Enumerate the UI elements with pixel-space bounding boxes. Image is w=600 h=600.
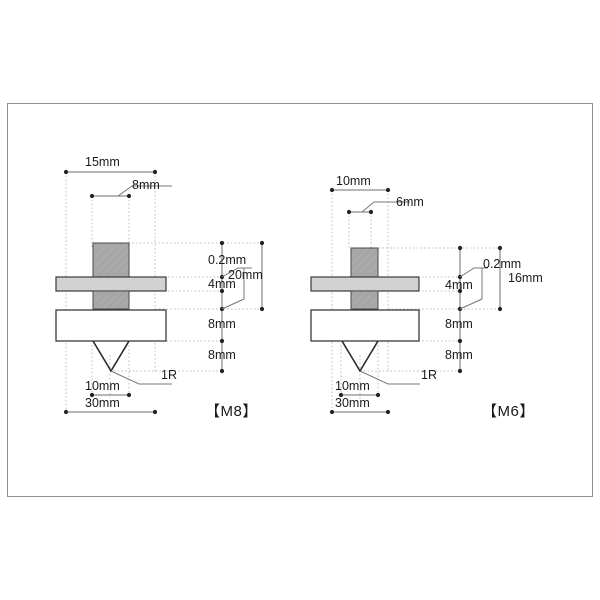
m6-label-stem-width: 6mm [396, 195, 424, 209]
m8-vertical-extension-lines [65, 172, 156, 412]
m8-dim-8mm-stem [89, 185, 172, 199]
m6-label-overall-height: 16mm [508, 271, 543, 285]
m8-label-overall-height: 20mm [228, 268, 263, 282]
m6-dim-6mm [346, 201, 410, 215]
m8-dim-15mm [63, 169, 158, 175]
m6-dim-1r [359, 370, 420, 385]
m6-flange-plate [310, 276, 420, 292]
m6-dim-10mm-bottom [338, 392, 381, 398]
m8-v-notch [92, 340, 130, 373]
m8-label-notch-depth: 8mm [208, 348, 236, 362]
m8-label-notch-width: 10mm [85, 379, 120, 393]
m8-label-gap: 0.2mm [208, 253, 247, 267]
m6-label-top-width: 10mm [336, 174, 371, 188]
m6-vertical-extension-lines [331, 190, 389, 412]
m6-dim-16mm [497, 245, 503, 312]
m6-label-notch-depth: 8mm [445, 348, 473, 362]
m6-label-base-thickness: 8mm [445, 317, 473, 331]
m6-label-flange-thickness: 4mm [445, 278, 473, 292]
m8-dim-1r [110, 370, 172, 385]
m8-label-radius: 1R [161, 368, 177, 382]
m6-right-dim-chain [457, 245, 488, 374]
m8-right-dim-chain [219, 240, 252, 374]
m8-label-base-thickness: 8mm [208, 317, 236, 331]
m8-label-flange-thickness: 4mm [208, 277, 236, 291]
m6-label-notch-width: 10mm [335, 379, 370, 393]
m8-dim-30mm [63, 409, 158, 415]
m6-label-base-width: 30mm [335, 396, 370, 410]
m8-flange-plate [55, 276, 167, 292]
m8-base-block [55, 309, 167, 342]
m8-label-base-width: 30mm [85, 396, 120, 410]
view-m8 [55, 169, 265, 415]
m6-label-radius: 1R [421, 368, 437, 382]
m6-label-gap: 0.2mm [483, 257, 522, 271]
m8-label-top-width: 15mm [85, 155, 120, 169]
view-m6 [310, 187, 503, 415]
m8-dim-20mm [259, 240, 265, 312]
m6-base-block [310, 309, 420, 342]
m8-lower-stem [92, 290, 130, 310]
m8-upper-stem [92, 242, 130, 278]
m8-dim-10mm [89, 392, 132, 398]
m6-lower-stem [350, 290, 379, 310]
m8-part-label: 【M8】 [205, 403, 258, 420]
m6-part-label: 【M6】 [482, 403, 535, 420]
m6-dim-30mm [329, 409, 391, 415]
m6-upper-stem [350, 247, 379, 278]
m6-dim-10mm-top [329, 187, 391, 193]
m8-label-stem-width: 8mm [132, 178, 160, 192]
